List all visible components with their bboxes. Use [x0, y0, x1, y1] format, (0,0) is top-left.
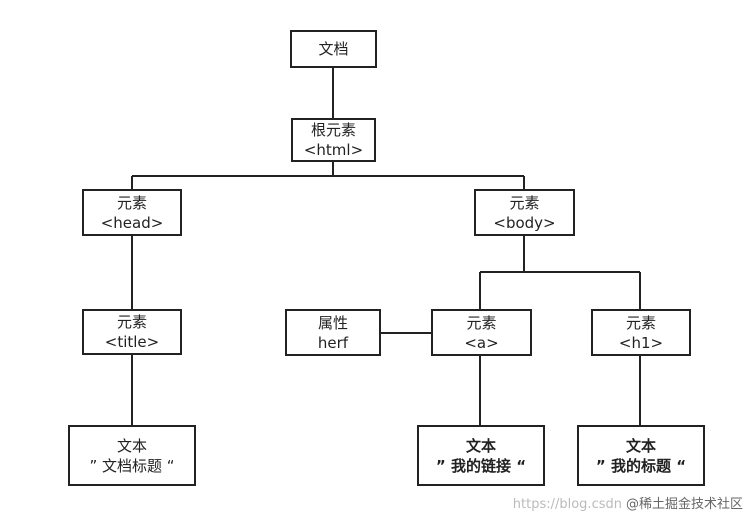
- node-h1-label: 元素: [625, 313, 656, 332]
- node-text-heading-label: 文本: [625, 436, 656, 455]
- node-title: 元素 <title>: [82, 309, 182, 355]
- node-a: 元素 <a>: [431, 309, 532, 356]
- node-text-link-value: ” 我的链接 “: [435, 456, 527, 475]
- node-head: 元素 <head>: [82, 189, 182, 236]
- node-text-link: 文本 ” 我的链接 “: [417, 425, 545, 486]
- node-title-tag: <title>: [104, 333, 160, 351]
- node-body: 元素 <body>: [474, 189, 575, 236]
- node-root-tag: <html>: [303, 141, 364, 159]
- node-a-label: 元素: [466, 313, 497, 332]
- node-root-html: 根元素 <html>: [291, 118, 376, 162]
- node-text-title: 文本 ” 文档标题 “: [68, 425, 196, 486]
- node-title-label: 元素: [116, 313, 147, 331]
- node-body-label: 元素: [509, 193, 540, 212]
- node-attribute-herf: 属性 herf: [285, 309, 381, 356]
- node-h1-tag: <h1>: [618, 333, 664, 352]
- node-text-heading: 文本 ” 我的标题 “: [577, 425, 705, 486]
- watermark-url: https://blog.csdn: [512, 497, 622, 512]
- node-head-label: 元素: [116, 193, 147, 212]
- node-text-title-label: 文本: [116, 436, 147, 455]
- node-h1: 元素 <h1>: [591, 309, 691, 356]
- watermark: https://blog.csdn@稀土掘金技术社区: [513, 493, 743, 512]
- node-attribute-name: herf: [317, 333, 349, 352]
- watermark-brand: @稀土掘金技术社区: [625, 497, 743, 512]
- node-document-label: 文档: [318, 40, 349, 58]
- node-a-tag: <a>: [464, 333, 499, 352]
- node-head-tag: <head>: [100, 213, 164, 232]
- node-text-heading-value: ” 我的标题 “: [595, 456, 687, 475]
- node-text-title-value: ” 文档标题 “: [89, 456, 175, 475]
- node-document: 文档: [290, 30, 377, 68]
- node-text-link-label: 文本: [465, 436, 496, 455]
- node-root-label: 根元素: [310, 121, 356, 139]
- node-body-tag: <body>: [493, 213, 556, 232]
- node-attribute-label: 属性: [317, 313, 348, 332]
